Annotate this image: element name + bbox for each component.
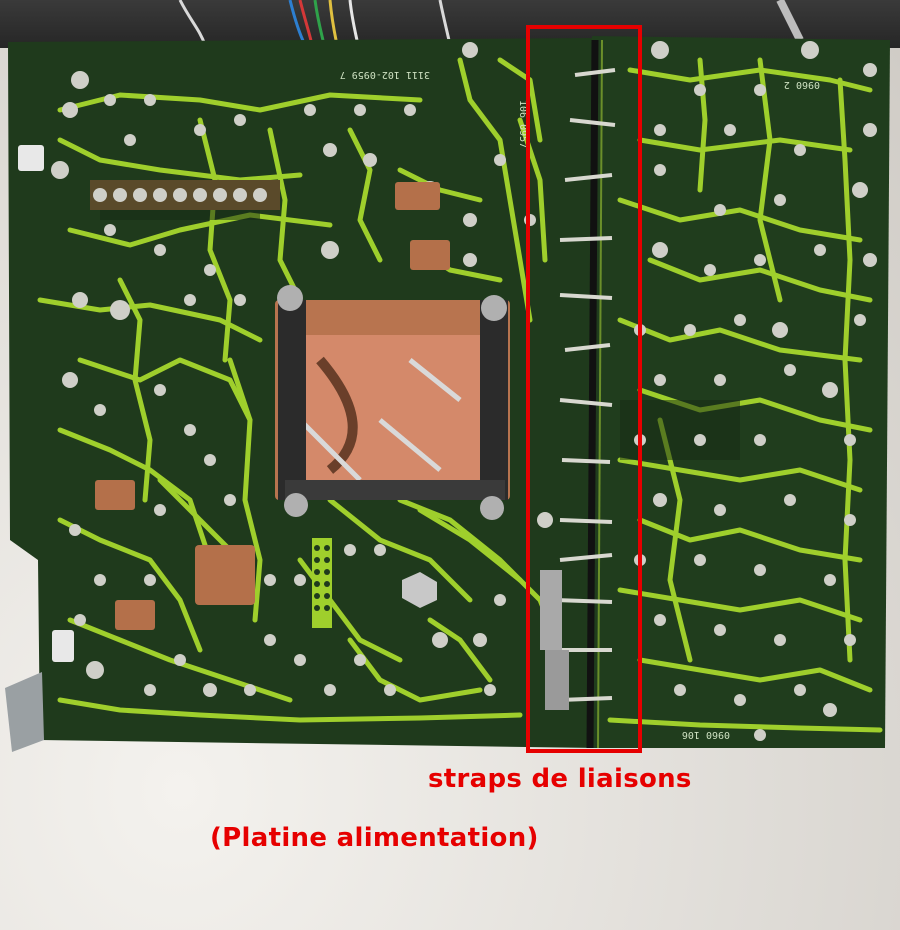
board-code-left: 3111 102-0959 7 xyxy=(340,69,430,80)
copper-pads xyxy=(95,182,450,630)
metal-bracket xyxy=(5,672,44,752)
central-module xyxy=(275,285,510,520)
metal-strip-2 xyxy=(545,650,569,710)
hex-nut xyxy=(402,572,437,608)
straps-annotation: straps de liaisons xyxy=(428,764,692,794)
board-seam xyxy=(586,39,599,749)
platine-annotation: (Platine alimentation) xyxy=(210,823,539,853)
board-code-right-bottom: 0960 106 xyxy=(682,729,730,740)
left-connector-top xyxy=(18,145,44,171)
board-seam-edge xyxy=(597,39,603,749)
straps-highlight-box xyxy=(526,25,642,753)
resistor-pads xyxy=(93,188,267,202)
left-connector-bottom xyxy=(52,630,74,662)
connector-pins xyxy=(314,545,330,611)
solder-joints xyxy=(51,41,877,741)
metal-strip-1 xyxy=(540,570,562,650)
board-code-right-top: 0960 2 xyxy=(784,79,820,90)
board-code-middle: 106 0957 xyxy=(517,100,528,148)
